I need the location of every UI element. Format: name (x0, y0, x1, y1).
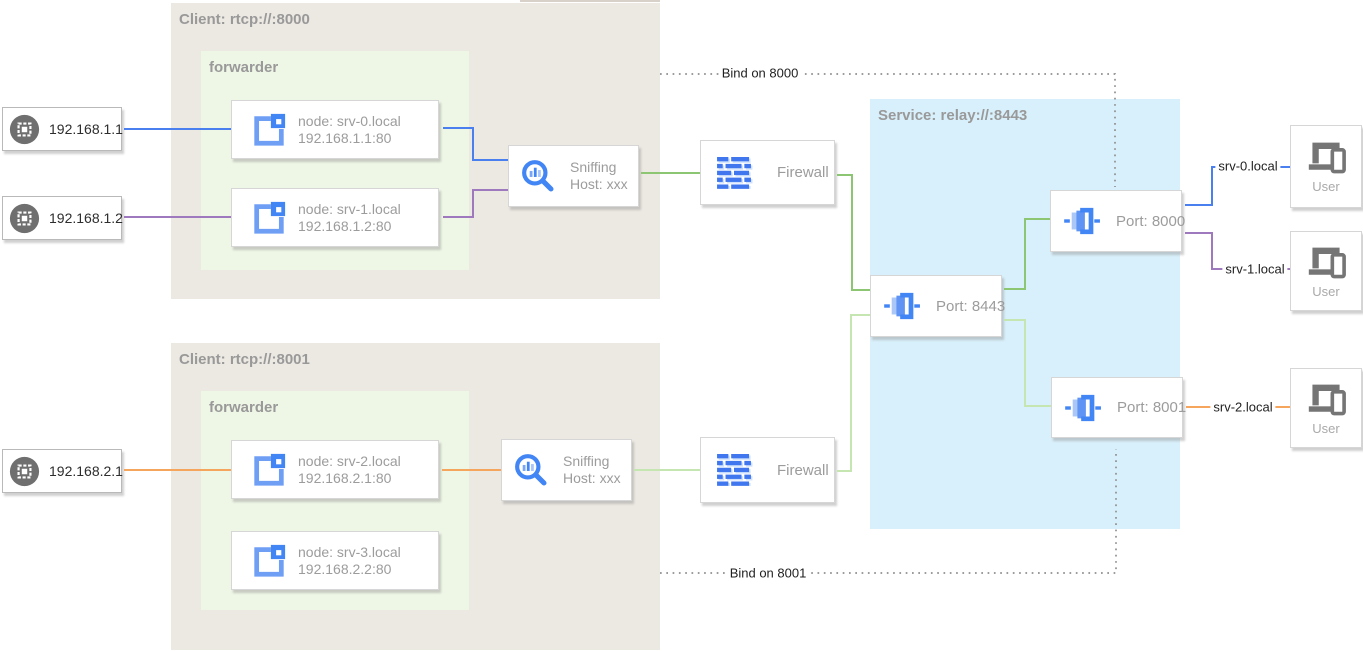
node-srv-0-box[interactable]: node: srv-0.local 192.168.1.1:80 (231, 100, 439, 159)
container-client-8001-title: Client: rtcp://:8001 (179, 351, 310, 368)
firewall-label: Firewall (777, 461, 829, 479)
firewall-box-1[interactable]: Firewall (700, 140, 835, 205)
node-srv-3-name: node: srv-3.local (298, 543, 401, 560)
port-8001-box[interactable]: Port: 8001 (1051, 377, 1187, 438)
firewall-label: Firewall (777, 164, 829, 181)
edge-label-bind-8001: Bind on 8001 (726, 565, 810, 581)
port-label: Port: 8443 (936, 297, 1006, 315)
node-srv-3-box[interactable]: node: srv-3.local 192.168.2.2:80 (231, 531, 439, 590)
firewall-box-2[interactable]: Firewall (700, 437, 835, 503)
endpoint-192-168-1-2[interactable]: 192.168.1.2 (2, 196, 123, 240)
sniffing-line1: Sniffing (570, 159, 617, 175)
port-8000-box[interactable]: Port: 8000 (1050, 190, 1186, 252)
endpoint-label: 192.168.2.1 (49, 463, 123, 479)
canvas-top-artifact (520, 0, 660, 2)
edge-label-bind-8000: Bind on 8000 (718, 65, 802, 81)
edge-label-srv-2-local: srv-2.local (1210, 399, 1276, 415)
cpu-chip-icon (9, 456, 40, 487)
port-label: Port: 8001 (1117, 399, 1187, 416)
node-srv-3-address: 192.168.2.2:80 (298, 560, 392, 577)
node-icon (251, 543, 287, 579)
user-label: User (1312, 420, 1340, 436)
sniffing-line2: Host: xxx (563, 470, 621, 486)
cpu-chip-icon (9, 203, 40, 234)
magnifier-chart-icon (513, 452, 550, 489)
port-icon (884, 290, 922, 322)
edge-label-srv-1-local: srv-1.local (1222, 261, 1288, 277)
node-icon (251, 112, 287, 148)
user-devices-icon (1305, 381, 1347, 419)
node-srv-1-address: 192.168.1.2:80 (298, 217, 392, 234)
node-srv-1-box[interactable]: node: srv-1.local 192.168.1.2:80 (231, 188, 439, 247)
node-srv-2-address: 192.168.2.1:80 (298, 469, 392, 486)
sniffing-line1: Sniffing (563, 453, 610, 469)
magnifier-chart-icon (520, 158, 557, 195)
port-label: Port: 8000 (1116, 212, 1186, 230)
firewall-icon (715, 156, 753, 189)
user-box-2[interactable]: User (1290, 231, 1362, 311)
node-srv-2-box[interactable]: node: srv-2.local 192.168.2.1:80 (231, 440, 439, 499)
node-icon (251, 200, 287, 236)
node-srv-2-name: node: srv-2.local (298, 452, 401, 469)
port-icon (1065, 392, 1103, 424)
sniffing-line2: Host: xxx (570, 176, 628, 192)
sniffing-host-box-2[interactable]: Sniffing Host: xxx (501, 439, 632, 501)
endpoint-192-168-2-1[interactable]: 192.168.2.1 (2, 449, 123, 493)
user-label: User (1312, 179, 1340, 194)
node-srv-1-name: node: srv-1.local (298, 200, 401, 217)
node-srv-0-address: 192.168.1.1:80 (298, 129, 392, 146)
user-devices-icon (1305, 244, 1347, 282)
endpoint-label: 192.168.1.2 (49, 210, 123, 226)
group-forwarder-1-title: forwarder (209, 59, 279, 76)
endpoint-label: 192.168.1.1 (49, 121, 123, 137)
node-icon (251, 452, 287, 488)
container-client-8000-title: Client: rtcp://:8000 (179, 11, 310, 28)
edge-label-srv-0-local: srv-0.local (1215, 158, 1281, 174)
sniffing-host-box-1[interactable]: Sniffing Host: xxx (508, 145, 639, 207)
cpu-chip-icon (9, 114, 40, 145)
user-box-3[interactable]: User (1290, 368, 1362, 448)
container-service-relay-title: Service: relay://:8443 (878, 107, 1028, 124)
port-icon (1064, 205, 1102, 237)
user-label: User (1312, 283, 1340, 299)
group-forwarder-2-title: forwarder (209, 399, 279, 416)
user-box-1[interactable]: User (1290, 125, 1362, 208)
port-8443-box[interactable]: Port: 8443 (870, 275, 1006, 337)
node-srv-0-name: node: srv-0.local (298, 112, 401, 129)
endpoint-192-168-1-1[interactable]: 192.168.1.1 (2, 107, 123, 151)
firewall-icon (715, 454, 753, 486)
user-devices-icon (1305, 139, 1347, 177)
